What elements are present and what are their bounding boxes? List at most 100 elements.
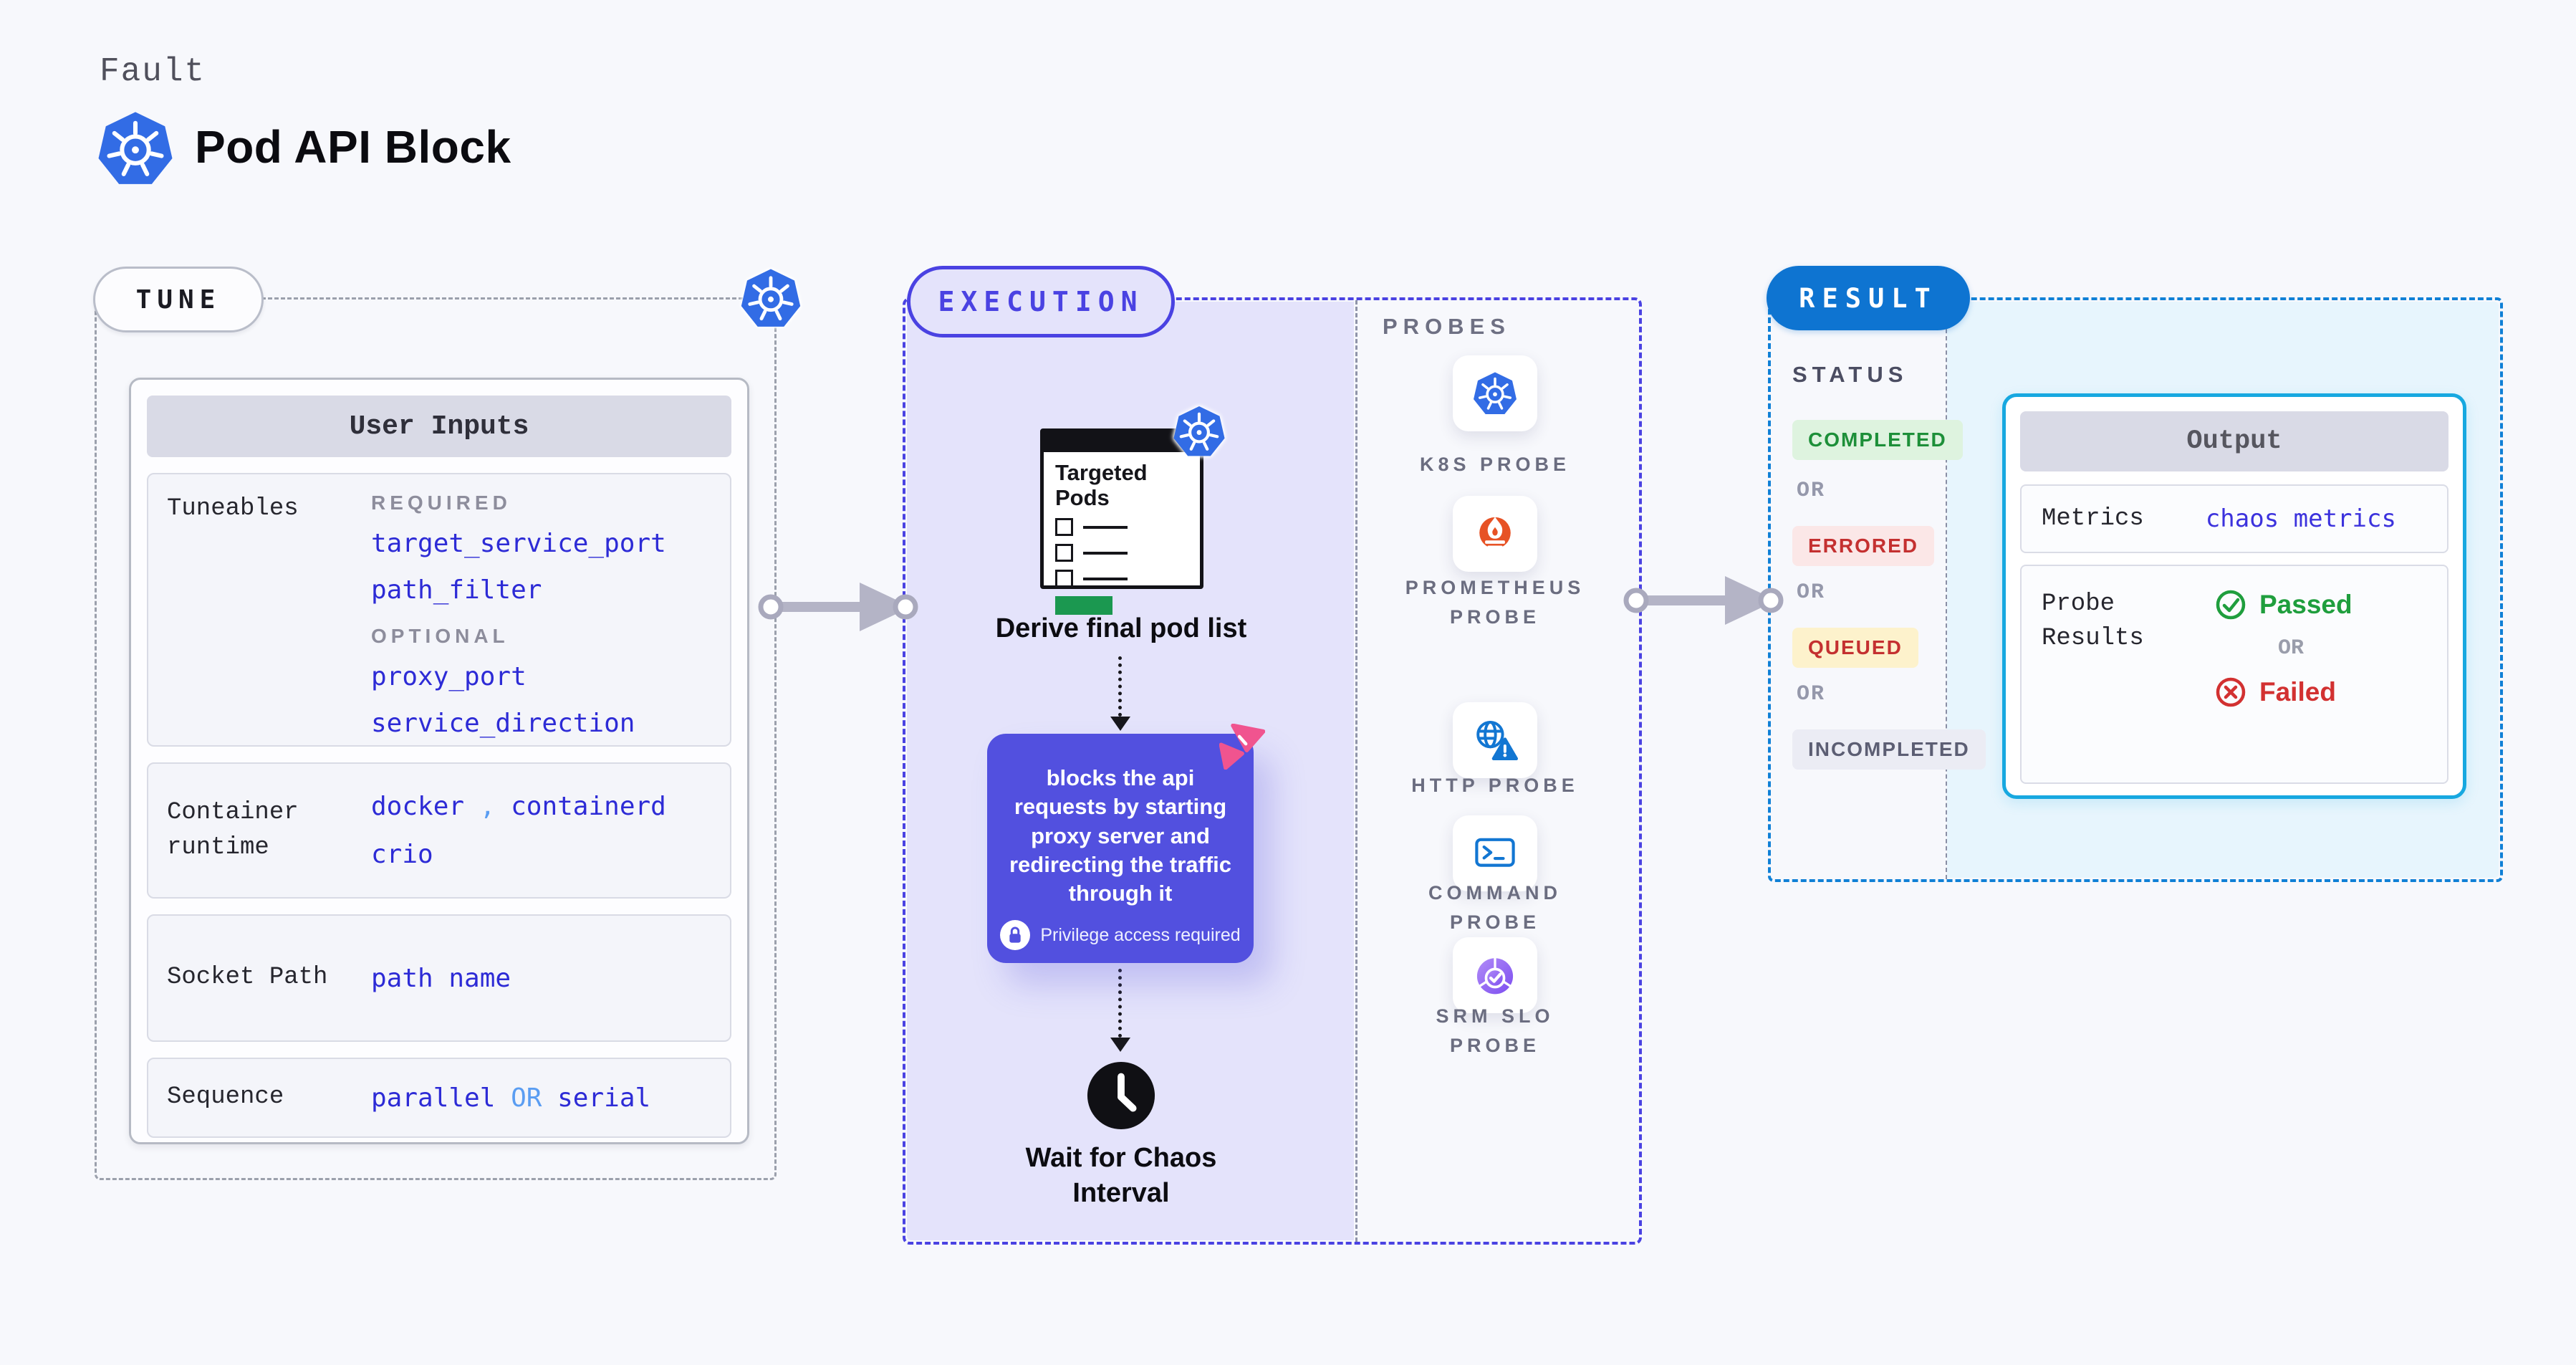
tuneables-label: Tuneables [167, 495, 299, 522]
kubernetes-icon [739, 267, 802, 330]
runtime-value-line: docker , containerd [371, 792, 666, 821]
arrowhead-icon [1110, 717, 1130, 731]
sequence-label: Sequence [167, 1083, 284, 1111]
terminal-icon [1475, 838, 1515, 867]
probe-tile-prometheus [1453, 496, 1537, 572]
targeted-pods-title: Targeted Pods [1055, 460, 1148, 510]
probe-results-row: Probe Results Passed OR Faile [2020, 565, 2448, 784]
lock-icon [1000, 920, 1031, 950]
or-label: OR [1797, 580, 1826, 605]
probe-label: HTTP PROBE [1411, 775, 1579, 796]
or-label: OR [1797, 479, 1826, 503]
checkbox-icon [1055, 544, 1073, 562]
tuneable-param: service_direction [371, 709, 635, 738]
status-divider [1946, 300, 1947, 879]
tuneable-param: proxy_port [371, 662, 527, 691]
probe-results-values: Passed OR Failed [2214, 588, 2352, 761]
probe-results-label: Probe Results [2042, 590, 2144, 652]
probes-divider [1355, 300, 1357, 1242]
chaos-icon [1219, 724, 1265, 770]
probe-tile-srm-slo [1453, 937, 1537, 1013]
dotted-connector [1118, 969, 1122, 1038]
socket-path-label: Socket Path [167, 964, 328, 992]
tuneable-param: target_service_port [371, 529, 666, 558]
probe-tile-command [1453, 815, 1537, 891]
or-connector: OR [511, 1083, 542, 1113]
passed-label: Passed [2259, 590, 2352, 619]
comma-separator: , [479, 792, 496, 821]
probe-tile-http [1453, 702, 1537, 778]
pod-list-item [1055, 518, 1188, 537]
pod-line [1083, 551, 1128, 555]
wait-chaos-interval-label: Wait for Chaos Interval [1025, 1143, 1217, 1209]
kubernetes-icon [96, 109, 175, 188]
probe-tile-k8s [1453, 355, 1537, 431]
privilege-label: Privilege access required [1040, 924, 1241, 945]
container-runtime-row: Container runtime docker , containerd cr… [147, 762, 731, 899]
check-circle-icon [2216, 590, 2246, 620]
globe-warning-icon [1476, 720, 1519, 761]
result-badge: RESULT [1767, 266, 1970, 330]
output-title: Output [2020, 411, 2448, 471]
pods-card-body: Targeted Pods [1044, 452, 1200, 623]
required-label: REQUIRED [371, 492, 511, 514]
user-inputs-title: User Inputs [147, 396, 731, 457]
probe-label: PROMETHEUS PROBE [1405, 577, 1585, 628]
sequence-row: Sequence parallel OR serial [147, 1058, 731, 1138]
fault-action-box: blocks the api requests by starting prox… [987, 724, 1265, 963]
output-card: Output Metrics chaos metrics Probe Resul… [2002, 393, 2466, 799]
tuneables-values: REQUIRED target_service_port path_filter… [371, 492, 711, 738]
flow-arrow [758, 583, 918, 631]
container-runtime-label: Container runtime [167, 798, 299, 861]
metrics-row: Metrics chaos metrics [2020, 484, 2448, 553]
clock-icon [1087, 1061, 1155, 1130]
status-badge-incompleted: INCOMPLETED [1792, 729, 1986, 770]
status-title: STATUS [1792, 362, 1908, 387]
pods-card-titlebar [1044, 432, 1200, 452]
passed-verdict: Passed [2214, 588, 2352, 622]
metrics-value: chaos metrics [2205, 504, 2396, 533]
checkbox-icon [1055, 570, 1073, 588]
status-badge-queued: QUEUED [1792, 628, 1918, 668]
kubernetes-icon [1172, 404, 1226, 459]
dotted-connector [1118, 656, 1122, 717]
tuneable-param: path_filter [371, 575, 542, 605]
tune-badge: TUNE [93, 267, 264, 332]
user-inputs-card: User Inputs Tuneables REQUIRED target_se… [129, 378, 749, 1144]
prometheus-icon [1479, 517, 1511, 550]
probe-label: COMMAND PROBE [1428, 882, 1562, 933]
pod-list-item [1055, 570, 1188, 588]
probe-label: K8S PROBE [1419, 454, 1571, 475]
targeted-pods-card: Targeted Pods [1040, 428, 1203, 616]
arrowhead-icon [1110, 1038, 1130, 1052]
checkbox-icon [1055, 518, 1073, 537]
fault-action-text: blocks the api requests by starting prox… [1009, 765, 1232, 906]
pod-list-item [1055, 544, 1188, 562]
page-title: Pod API Block [195, 121, 511, 173]
status-badge-completed: COMPLETED [1792, 420, 1963, 460]
container-runtime-values: docker , containerd crio [371, 792, 711, 869]
sequence-value: parallel OR serial [371, 1083, 651, 1113]
pie-check-icon [1476, 957, 1514, 995]
pod-line [1083, 577, 1128, 580]
tune-section [95, 297, 777, 1180]
x-circle-icon [2216, 677, 2246, 707]
failed-label: Failed [2259, 677, 2336, 707]
or-label: OR [2278, 636, 2305, 661]
probe-label: SRM SLO PROBE [1436, 1005, 1554, 1056]
pod-line [1083, 525, 1128, 529]
metrics-label: Metrics [2042, 505, 2144, 532]
progress-bar [1055, 596, 1112, 616]
derive-pod-list-label: Derive final pod list [995, 613, 1247, 643]
socket-path-value: path name [371, 963, 511, 993]
tuneables-row: Tuneables REQUIRED target_service_port p… [147, 473, 731, 747]
fault-kicker: Fault [100, 53, 206, 90]
privilege-note: Privilege access required [987, 920, 1254, 950]
runtime-value-line: crio [371, 840, 433, 869]
probes-title: PROBES [1383, 314, 1511, 339]
status-badge-errored: ERRORED [1792, 526, 1935, 566]
optional-label: OPTIONAL [371, 625, 509, 647]
kubernetes-icon [1472, 370, 1518, 416]
or-label: OR [1797, 682, 1826, 707]
